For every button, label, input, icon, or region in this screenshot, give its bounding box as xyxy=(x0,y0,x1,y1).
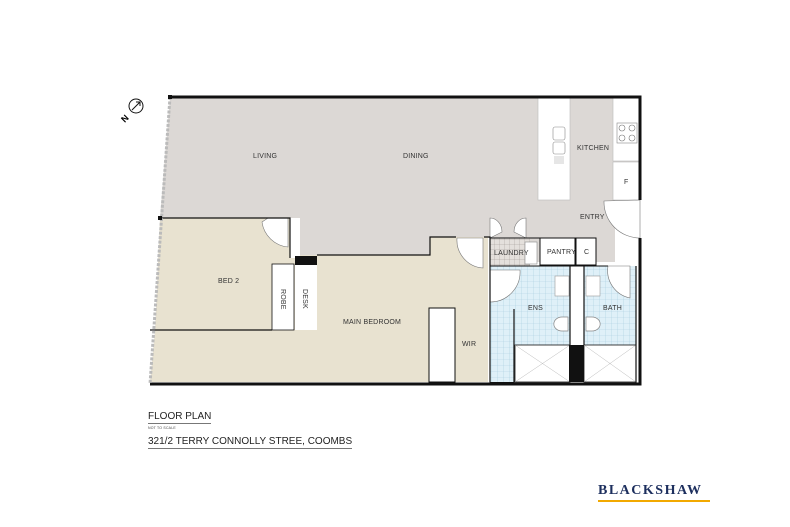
robe xyxy=(271,263,295,331)
room-label-wir: WIR xyxy=(462,341,476,348)
cooktop-icon xyxy=(616,122,638,144)
room-label-robe: ROBE xyxy=(279,289,286,310)
door-swings xyxy=(261,199,641,303)
desk-column xyxy=(295,256,317,265)
scale-note: NOT TO SCALE xyxy=(148,426,176,430)
cupboard xyxy=(575,237,597,266)
room-label-living: LIVING xyxy=(253,153,277,160)
room-label-dining: DINING xyxy=(403,153,429,160)
shower-ensuite xyxy=(514,344,571,383)
sink-icon xyxy=(552,141,566,155)
room-label-entry: ENTRY xyxy=(580,214,605,221)
agency-logo: BLACKSHAW xyxy=(598,483,710,502)
room-label-bath: BATH xyxy=(603,305,622,312)
room-label-fridge: F xyxy=(624,179,628,186)
room-label-desk: DESK xyxy=(301,289,308,309)
room-label-laundry: LAUNDRY xyxy=(494,250,529,257)
toilet-icon xyxy=(553,316,569,332)
pantry xyxy=(539,237,576,266)
sink-icon xyxy=(552,126,566,141)
room-label-bed2: BED 2 xyxy=(218,278,239,285)
room-label-ensuite: ENS xyxy=(528,305,543,312)
property-address: 321/2 TERRY CONNOLLY STREE, COOMBS xyxy=(148,436,353,449)
bedroom-area xyxy=(150,218,488,382)
brand-underline xyxy=(598,500,710,502)
glazed-wall xyxy=(148,96,172,385)
north-arrow-icon: N xyxy=(119,98,144,125)
basin-icon xyxy=(554,275,570,297)
brand-name: BLACKSHAW xyxy=(598,483,703,498)
title-block: FLOOR PLAN NOT TO SCALE 321/2 TERRY CONN… xyxy=(148,406,353,449)
room-label-kitchen: KITCHEN xyxy=(577,145,609,152)
toilet-icon xyxy=(585,316,601,332)
laundry-tub xyxy=(524,241,538,265)
wall-column xyxy=(569,345,584,382)
basin-icon xyxy=(585,275,601,297)
room-label-cupboard: C xyxy=(584,249,589,256)
wir-cupboard-left xyxy=(428,307,456,383)
svg-text:N: N xyxy=(119,113,131,125)
room-label-main-bedroom: MAIN BEDROOM xyxy=(343,319,401,326)
walls xyxy=(150,95,642,386)
desk xyxy=(295,264,317,330)
shower-bath xyxy=(583,344,637,383)
room-label-pantry: PANTRY xyxy=(547,249,576,256)
floor-plan-title: FLOOR PLAN xyxy=(148,411,212,424)
laundry xyxy=(490,238,530,266)
fridge-space xyxy=(612,161,641,201)
